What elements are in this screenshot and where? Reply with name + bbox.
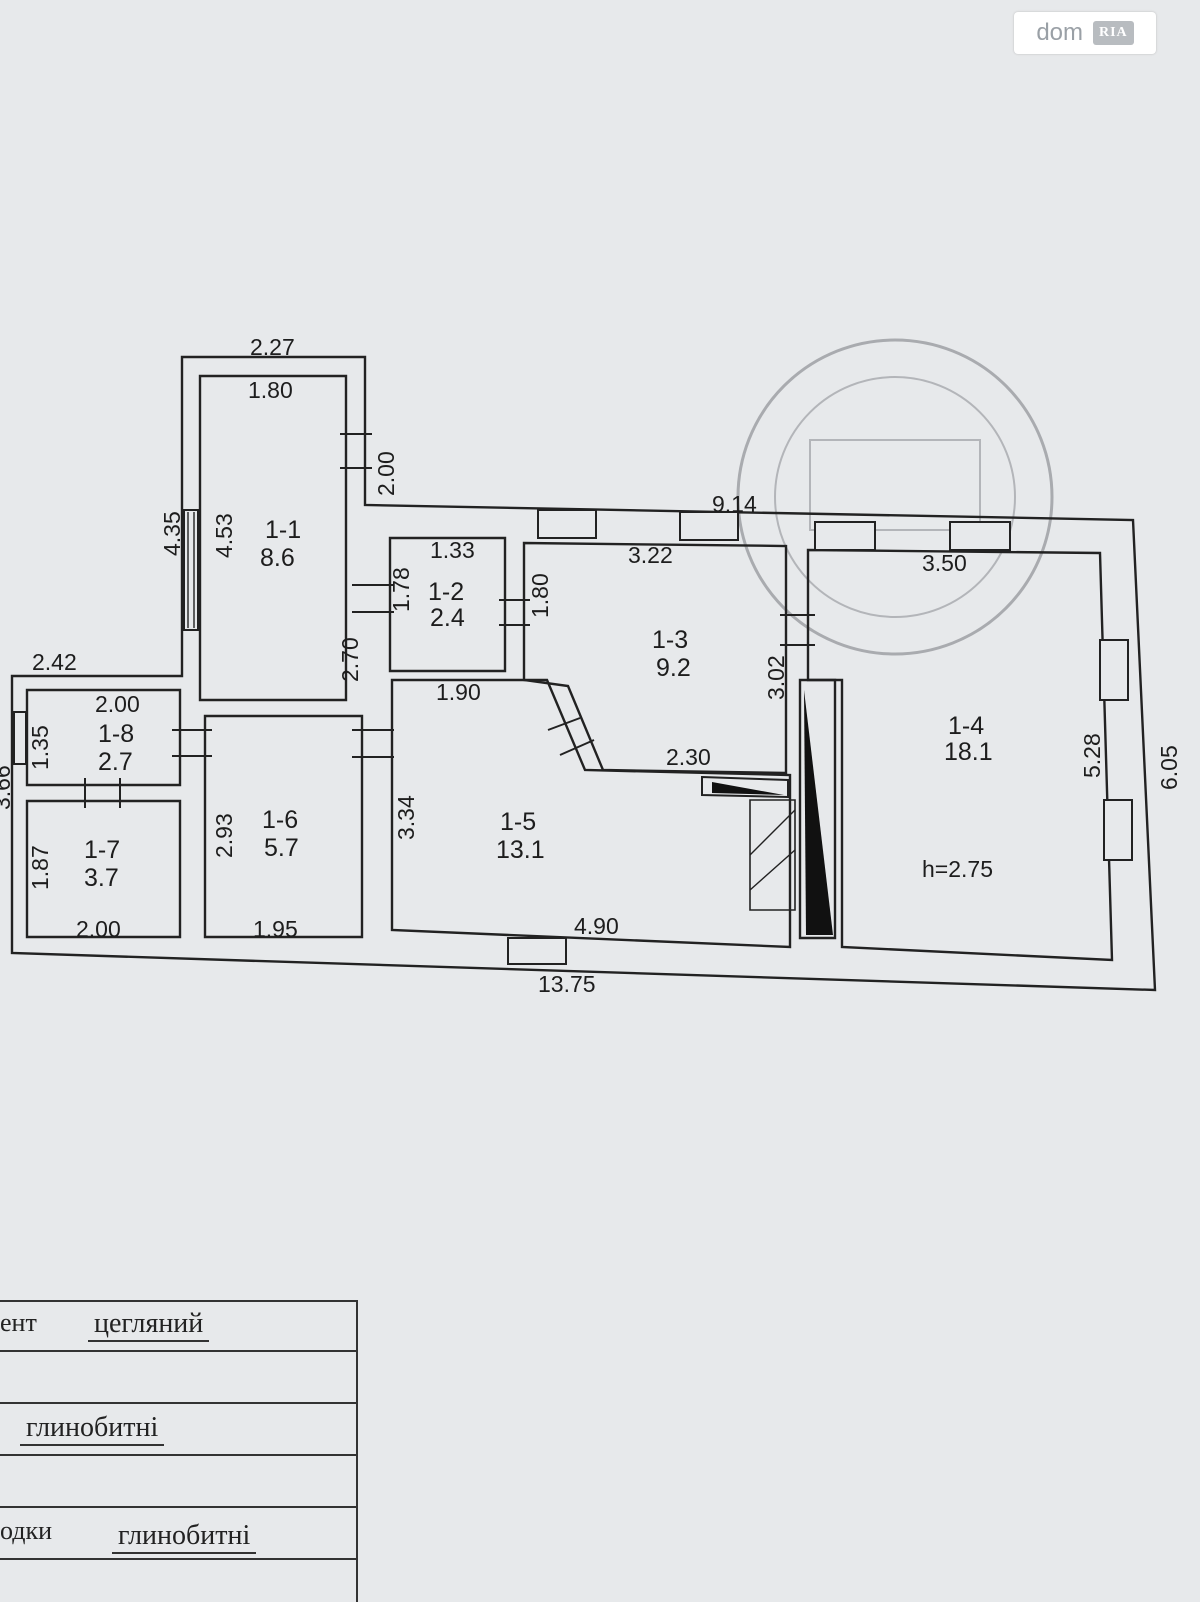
legend-value-1: цегляний [88, 1308, 210, 1342]
dim-top-left-width: 2.27 [250, 334, 295, 360]
room-id-4: 1-4 [948, 712, 984, 740]
legend-table: ент цегляний глинобитні одки глинобитні [0, 1300, 356, 1560]
room-id-3: 1-3 [652, 626, 688, 654]
dim-room1-right: 2.00 [373, 451, 399, 496]
doors [84, 433, 815, 808]
room-area-8: 2.7 [98, 748, 133, 776]
walls [10, 355, 1157, 992]
room-id-8: 1-8 [98, 720, 134, 748]
room-area-4: 18.1 [944, 738, 993, 766]
legend-row-foundation: ент цегляний [0, 1300, 356, 1352]
dim-room4-width: 3.50 [922, 550, 967, 576]
room-area-6: 5.7 [264, 834, 299, 862]
room-id-1: 1-1 [265, 516, 301, 544]
dim-left-outer: 4.35 [159, 511, 185, 556]
dim-room5-top: 1.90 [436, 679, 481, 705]
legend-row-spacer-2 [0, 1456, 356, 1508]
dim-room7-width: 2.00 [76, 916, 121, 942]
legend-label-3: одки [0, 1516, 53, 1545]
room-id-2: 1-2 [428, 578, 464, 606]
room-id-6: 1-6 [262, 806, 298, 834]
dim-kitchen-wall: 2.30 [666, 744, 711, 770]
room-area-7: 3.7 [84, 864, 119, 892]
dim-room7-height: 1.87 [27, 845, 53, 890]
dim-room6-width: 1.95 [253, 916, 298, 942]
room-id-5: 1-5 [500, 808, 536, 836]
dim-room1-width: 1.80 [248, 377, 293, 403]
dim-room8-height: 1.35 [27, 725, 53, 770]
dim-room2-width: 1.33 [430, 537, 475, 563]
room-labels: 1-1 8.6 1-2 2.4 1-3 9.2 1-4 18.1 1-5 13.… [84, 516, 993, 892]
dim-room3-left: 1.80 [527, 573, 553, 618]
dim-room6-height: 2.93 [211, 813, 237, 858]
dim-room5-height: 3.34 [393, 795, 419, 840]
dim-room8-outer-width: 2.42 [32, 649, 77, 675]
dim-room5-width: 4.90 [574, 913, 619, 939]
dim-overall-right: 6.05 [1156, 745, 1182, 790]
legend-value-2: глинобитні [20, 1412, 165, 1446]
logo-dom-text: dom [1036, 19, 1083, 46]
dim-room3-width: 3.22 [628, 542, 673, 568]
dim-room4-height: 5.28 [1079, 733, 1105, 778]
dim-overall-top: 9.14 [712, 491, 757, 517]
stamp-seal [736, 338, 1054, 656]
room-id-7: 1-7 [84, 836, 120, 864]
legend-value-3: глинобитні [112, 1520, 257, 1554]
windows [13, 509, 1133, 965]
dim-room1-height: 4.53 [211, 513, 237, 558]
legend-row-spacer-1 [0, 1352, 356, 1404]
legend-label-1: ент [0, 1308, 37, 1337]
dim-overall-bottom: 13.75 [538, 971, 596, 997]
dim-corridor-height: 2.70 [337, 637, 363, 682]
dim-room3-right: 3.02 [763, 655, 789, 700]
legend-row-walls: глинобитні [0, 1404, 356, 1456]
dimension-labels: 2.27 1.80 2.00 4.35 4.53 1.33 1.78 2.70 … [0, 334, 1182, 997]
dim-room8-width: 2.00 [95, 691, 140, 717]
ceiling-height: h=2.75 [922, 856, 993, 882]
room-area-5: 13.1 [496, 836, 545, 864]
domria-logo: dom RIA [1014, 12, 1156, 54]
dim-left-small: 3.66 [0, 765, 15, 810]
legend-row-partitions: одки глинобитні [0, 1508, 356, 1560]
room-area-2: 2.4 [430, 604, 465, 632]
dim-room2-height: 1.78 [388, 567, 414, 612]
room-area-1: 8.6 [260, 544, 295, 572]
logo-ria-badge: RIA [1093, 21, 1134, 45]
room-area-3: 9.2 [656, 654, 691, 682]
legend-frame [0, 1300, 358, 1602]
